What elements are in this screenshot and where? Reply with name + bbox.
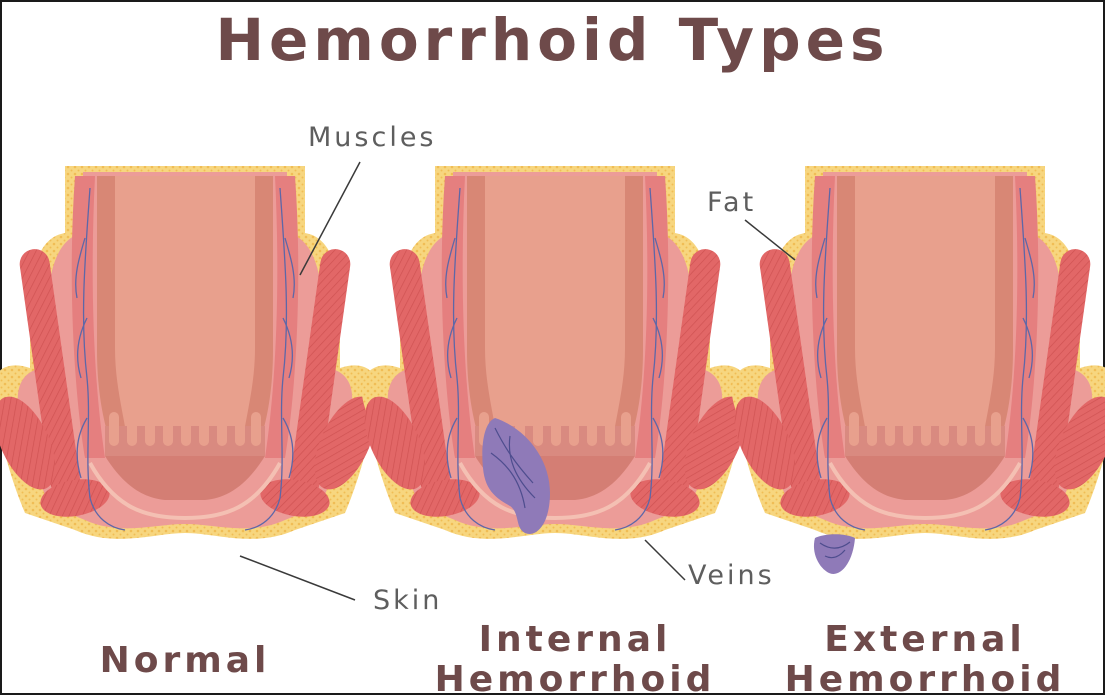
caption-external-line1: External xyxy=(775,620,1075,660)
caption-internal-line2: Hemorrhoid xyxy=(425,660,725,700)
fat-label: Fat xyxy=(707,187,756,218)
caption-normal-line1: Normal xyxy=(65,641,305,681)
skin-leader-line xyxy=(240,556,355,600)
external-hemorrhoid-swelling xyxy=(814,534,855,574)
caption-internal: Internal Hemorrhoid xyxy=(425,620,725,700)
veins-leader-line xyxy=(645,540,685,580)
caption-normal: Normal xyxy=(65,641,305,681)
muscles-label: Muscles xyxy=(308,122,437,153)
caption-internal-line1: Internal xyxy=(425,620,725,660)
internal-hemorrhoid-anatomy xyxy=(352,166,758,539)
external-hemorrhoid-anatomy xyxy=(722,166,1105,574)
normal-anatomy xyxy=(0,166,388,539)
caption-external-line2: Hemorrhoid xyxy=(775,660,1075,700)
veins-label: Veins xyxy=(688,560,775,591)
caption-external: External Hemorrhoid xyxy=(775,620,1075,700)
skin-label: Skin xyxy=(373,585,442,616)
